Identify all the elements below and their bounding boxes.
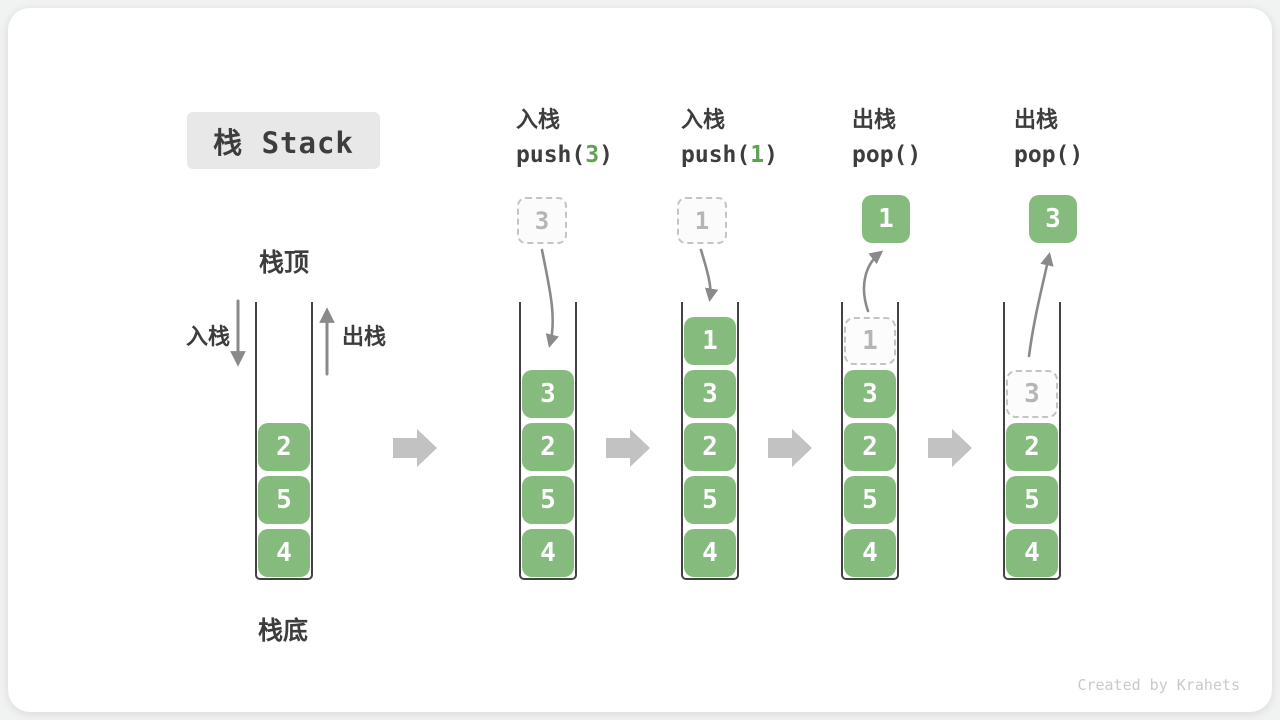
operation-header-4: 出栈 pop() <box>852 107 921 168</box>
stack-cell: 2 <box>522 423 574 471</box>
stack-cell: 5 <box>522 476 574 524</box>
operation-code: push(3) <box>516 142 613 168</box>
stack-cell: 3 <box>684 370 736 418</box>
stack-cell: 5 <box>1006 476 1058 524</box>
stack-bottom-label: 栈底 <box>257 617 308 645</box>
pushed-value-box: 3 <box>517 197 567 244</box>
flow-arrow-icon <box>928 429 972 467</box>
pushed-value-box: 1 <box>677 197 727 244</box>
operation-label: 出栈 <box>852 107 897 132</box>
flow-arrow-icon <box>606 429 650 467</box>
stack-cell-ghost: 1 <box>844 317 896 365</box>
stack-cell: 5 <box>844 476 896 524</box>
operation-header-2: 入栈 push(3) <box>516 107 613 168</box>
operation-code: pop() <box>852 142 922 168</box>
stack-cell: 3 <box>522 370 574 418</box>
stack-cell: 2 <box>1006 423 1058 471</box>
stack-top-label: 栈顶 <box>258 249 309 277</box>
push-side-label: 入栈 <box>185 324 230 349</box>
pop-side-label: 出栈 <box>342 324 387 349</box>
stack-cell: 2 <box>258 423 310 471</box>
stack-container-2 <box>519 302 577 580</box>
operation-header-3: 入栈 push(1) <box>681 107 778 168</box>
operation-code: pop() <box>1014 142 1084 168</box>
stack-container-5 <box>1003 302 1061 580</box>
stack-cell: 2 <box>684 423 736 471</box>
stack-cell: 4 <box>258 529 310 577</box>
stack-cell: 4 <box>1006 529 1058 577</box>
operation-label: 入栈 <box>516 107 561 132</box>
stack-cell: 5 <box>258 476 310 524</box>
stack-cell: 2 <box>844 423 896 471</box>
stack-cell: 1 <box>684 317 736 365</box>
flow-arrow-icon <box>393 429 437 467</box>
operation-label: 出栈 <box>1014 107 1059 132</box>
stack-container-3 <box>681 302 739 580</box>
stack-cell: 3 <box>844 370 896 418</box>
stack-cell-ghost: 3 <box>1006 370 1058 418</box>
operation-label: 入栈 <box>681 107 726 132</box>
stack-cell: 4 <box>844 529 896 577</box>
stack-cell: 4 <box>522 529 574 577</box>
stack-cell: 4 <box>684 529 736 577</box>
stack-cell: 5 <box>684 476 736 524</box>
stack-container-4 <box>841 302 899 580</box>
watermark: Created by Krahets <box>1077 676 1240 694</box>
operation-code: push(1) <box>681 142 778 168</box>
push-curve-arrow-icon <box>699 248 719 303</box>
operation-header-5: 出栈 pop() <box>1014 107 1083 168</box>
popped-value-box: 1 <box>862 195 910 243</box>
title-badge: 栈 Stack <box>187 112 380 169</box>
stack-container-1 <box>255 302 313 580</box>
flow-arrow-icon <box>768 429 812 467</box>
popped-value-box: 3 <box>1029 195 1077 243</box>
